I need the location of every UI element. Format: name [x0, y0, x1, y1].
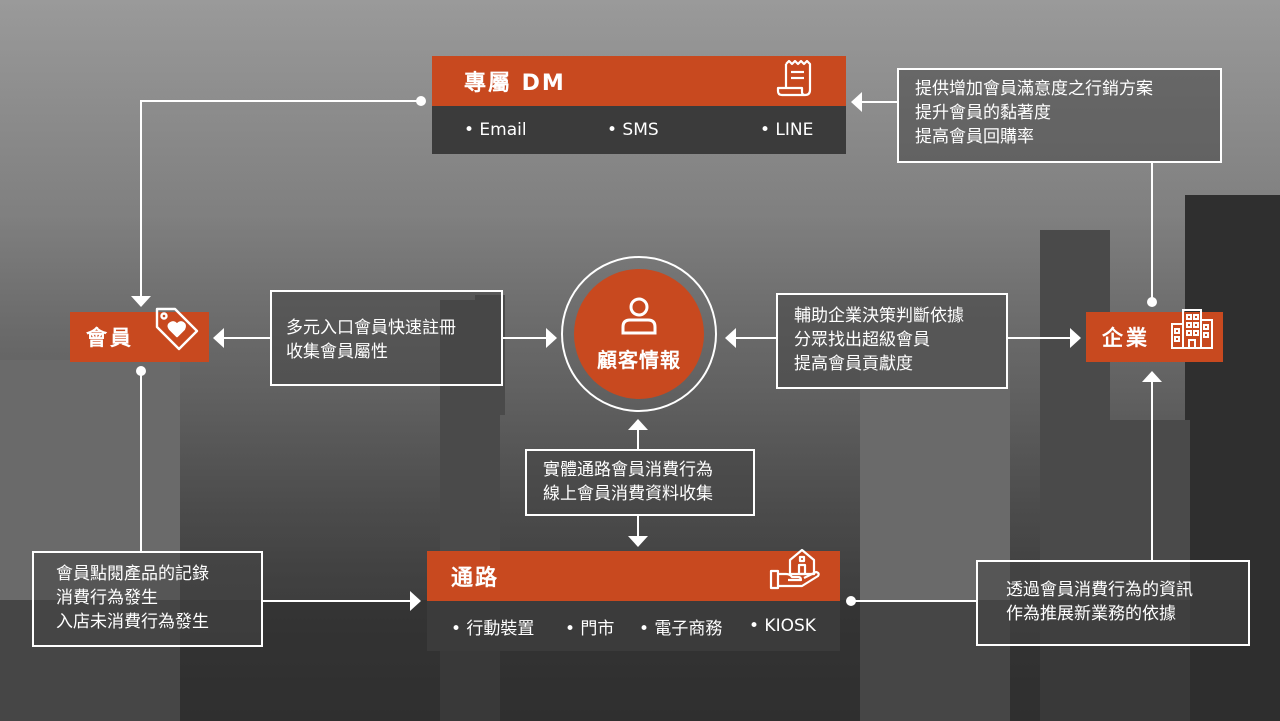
decision-line: 輔助企業決策判斷依據 [794, 306, 964, 326]
dm-item-sms: • SMS [607, 120, 659, 140]
channel-title: 通路 [451, 566, 500, 591]
dm-list: • Email • SMS • LINE [432, 106, 846, 154]
center-title: 顧客情報 [597, 347, 681, 372]
channel-item-store: • 門市 [565, 618, 615, 639]
channel-list: • 行動裝置 • 門市 • 電子商務 • KIOSK [427, 601, 840, 651]
center-ring [561, 256, 717, 412]
dm-header: 專屬 DM [432, 56, 846, 106]
building-icon [1169, 306, 1215, 356]
receipt-icon [776, 59, 816, 102]
records-line: 會員點閱產品的記錄 [56, 564, 209, 584]
records-line: 消費行為發生 [56, 588, 158, 608]
decision-line: 分眾找出超級會員 [794, 330, 930, 350]
member-records-box: 會員點閱產品的記錄 消費行為發生 入店未消費行為發生 [32, 551, 263, 647]
dm-item-email: • Email [464, 120, 527, 140]
channel-data-line: 線上會員消費資料收集 [543, 484, 713, 504]
channel-data-box: 實體通路會員消費行為 線上會員消費資料收集 [525, 449, 755, 516]
user-icon [617, 296, 661, 340]
dm-title: 專屬 DM [464, 71, 566, 96]
collect-line: 收集會員屬性 [286, 342, 388, 362]
channel-header: 通路 [427, 548, 840, 601]
records-line: 入店未消費行為發生 [56, 612, 209, 632]
channel-item-ecommerce: • 電子商務 [639, 618, 723, 639]
member-collect-box: 多元入口會員快速註冊 收集會員屬性 [270, 290, 503, 386]
hand-house-icon [768, 538, 822, 596]
member-tag: 會員 [70, 307, 209, 362]
benefit-line: 提高會員回購率 [915, 127, 1034, 147]
dm-item-line: • LINE [760, 120, 814, 140]
heart-tag-icon [151, 303, 203, 359]
channel-item-kiosk: • KIOSK [749, 616, 816, 636]
channel-data-line: 實體通路會員消費行為 [543, 460, 713, 480]
enterprise-benefits-box: 提供增加會員滿意度之行銷方案 提升會員的黏著度 提高會員回購率 [897, 68, 1222, 163]
benefit-line: 提升會員的黏著度 [915, 103, 1051, 123]
member-title: 會員 [86, 326, 134, 350]
decision-support-box: 輔助企業決策判斷依據 分眾找出超級會員 提高會員貢獻度 [776, 293, 1008, 389]
new-business-box: 透過會員消費行為的資訊 作為推展新業務的依據 [976, 560, 1250, 646]
enterprise-title: 企業 [1102, 326, 1150, 350]
decision-line: 提高會員貢獻度 [794, 354, 913, 374]
channel-item-mobile: • 行動裝置 [451, 618, 535, 639]
new-business-line: 作為推展新業務的依據 [1006, 604, 1176, 624]
benefit-line: 提供增加會員滿意度之行銷方案 [915, 79, 1153, 99]
customer-intelligence-node: 顧客情報 [574, 269, 704, 399]
enterprise-tag: 企業 [1086, 309, 1223, 362]
collect-line: 多元入口會員快速註冊 [286, 318, 456, 338]
new-business-line: 透過會員消費行為的資訊 [1006, 580, 1193, 600]
